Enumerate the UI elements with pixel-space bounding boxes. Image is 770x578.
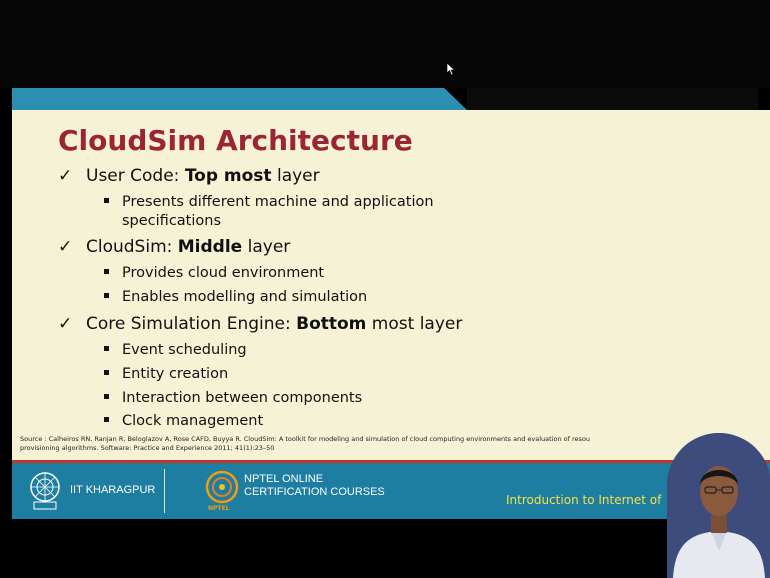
subbullet-text: Event scheduling [122,342,247,358]
square-bullet-icon [104,268,109,274]
bullet-prefix: Core Simulation Engine: [86,314,297,334]
square-bullet-icon [104,416,109,422]
slide-title: CloudSim Architecture [58,124,413,157]
bullet-core-engine: ✓ Core Simulation Engine: Bottom most lay… [58,314,462,334]
footer-bar: IIT KHARAGPUR NPTEL NPTEL ONLINE CERTIFI… [12,463,770,519]
nptel-line: CERTIFICATION COURSES [244,486,385,498]
header-accent-strip [12,88,467,110]
nptel-logo-icon [205,470,239,504]
subbullet: Entity creation [104,366,228,382]
nptel-title: NPTEL ONLINE CERTIFICATION COURSES [244,473,385,499]
bullet-cloudsim: ✓ CloudSim: Middle layer [58,237,290,257]
footer-separator [164,469,165,513]
citation-line: provisioning algorithms. Software: Pract… [20,444,275,452]
bullet-prefix: CloudSim: [86,237,178,257]
checkmark-icon: ✓ [58,314,73,334]
square-bullet-icon [104,369,109,375]
nptel-line: NPTEL ONLINE [244,473,324,485]
top-black-bar [0,0,770,88]
course-title: Introduction to Internet of [506,493,662,507]
bullet-user-code: ✓ User Code: Top most layer [58,166,320,186]
subbullet: Clock management [104,413,263,429]
square-bullet-icon [104,292,109,298]
bullet-suffix: layer [242,237,291,257]
bullet-suffix: most layer [366,314,463,334]
iit-kharagpur-logo-icon [30,472,60,510]
checkmark-icon: ✓ [58,166,73,186]
subbullet-text: Interaction between components [122,390,363,406]
citation-line: Source : Calheiros RN, Ranjan R, Belogla… [20,435,590,443]
subbullet: Interaction between components [104,390,362,406]
bullet-emphasis: Middle [177,237,243,257]
mouse-cursor-icon [446,62,456,76]
square-bullet-icon [104,393,109,399]
presenter-video-inset [667,433,770,578]
subbullet: Presents different machine and applicati… [104,194,434,210]
header-dark-strip [467,88,758,110]
subbullet-text: Clock management [122,413,264,429]
subbullet-text: specifications [122,213,222,229]
subbullet-text: Entity creation [122,366,229,382]
bullet-prefix: User Code: [86,166,185,186]
institute-name: IIT KHARAGPUR [70,484,156,496]
square-bullet-icon [104,197,109,203]
subbullet-text: Enables modelling and simulation [122,289,368,305]
checkmark-icon: ✓ [58,237,73,257]
subbullet: Event scheduling [104,342,247,358]
square-bullet-icon [104,345,109,351]
bottom-black-bar [0,519,770,578]
nptel-mark: NPTEL [208,505,230,512]
bullet-emphasis: Top most [184,166,272,186]
presenter-figure [667,433,770,578]
bullet-suffix: layer [271,166,320,186]
subbullet-text: Provides cloud environment [122,265,325,281]
subbullet-continued: specifications [122,213,221,229]
slide-content: CloudSim Architecture ✓ User Code: Top mo… [12,110,770,460]
subbullet: Provides cloud environment [104,265,324,281]
subbullet: Enables modelling and simulation [104,289,367,305]
source-citation: Source : Calheiros RN, Ranjan R, Belogla… [20,435,760,453]
subbullet-text: Presents different machine and applicati… [122,194,434,210]
footer-divider [12,460,770,463]
bullet-emphasis: Bottom [296,314,367,334]
